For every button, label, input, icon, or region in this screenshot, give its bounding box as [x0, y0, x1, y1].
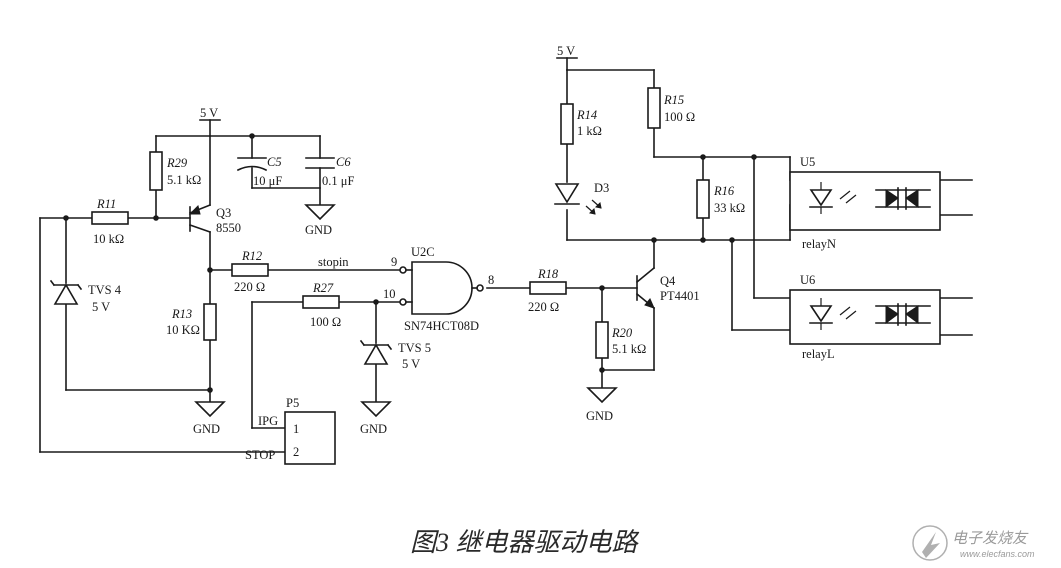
r13-ref: R13	[171, 307, 192, 321]
c6-ref: C6	[336, 155, 351, 169]
r15-value: 100 Ω	[664, 110, 695, 124]
p5-ref: P5	[286, 396, 299, 410]
tvs5-ref: TVS 5	[398, 341, 431, 355]
gnd-caps-label: GND	[305, 223, 332, 237]
r14-value: 1 kΩ	[577, 124, 602, 138]
watermark-logo-icon	[912, 525, 948, 561]
r20-ref: R20	[611, 326, 633, 340]
junction-dots	[63, 133, 757, 393]
tvs4-ref: TVS 4	[88, 283, 122, 297]
p5-connector	[284, 411, 336, 465]
r16-ref: R16	[713, 184, 735, 198]
q4-value: PT4401	[660, 289, 700, 303]
r18-ref: R18	[537, 267, 559, 281]
c5-value: 10 μF	[253, 174, 282, 188]
ipg-label: IPG	[258, 414, 278, 428]
q4-transistor-icon	[635, 266, 656, 310]
c5-ref: C5	[267, 155, 282, 169]
gnd-q4-label: GND	[586, 409, 613, 423]
u6-label: relayL	[802, 347, 835, 361]
c6-value: 0.1 μF	[322, 174, 354, 188]
d3-led-icon	[554, 183, 602, 215]
gnd-left-label: GND	[193, 422, 220, 436]
d3-ref: D3	[594, 181, 609, 195]
u6-ref: U6	[800, 273, 815, 287]
tvs5-value: 5 V	[402, 357, 420, 371]
r16-value: 33 kΩ	[714, 201, 745, 215]
r29-resistor	[149, 151, 163, 191]
q3-value: 8550	[216, 221, 241, 235]
u5-ref: U5	[800, 155, 815, 169]
vcc-right-label: 5 V	[557, 44, 575, 58]
u6-relay-icon	[789, 289, 941, 345]
stop-label: STOP	[245, 448, 275, 462]
tvs5-diode-icon	[359, 339, 393, 365]
r15-ref: R15	[663, 93, 684, 107]
q3-ref: Q3	[216, 206, 231, 220]
r27-value: 100 Ω	[310, 315, 341, 329]
r29-ref: R29	[166, 156, 188, 170]
q4-ref: Q4	[660, 274, 676, 288]
r13-value: 10 KΩ	[166, 323, 200, 337]
tvs4-diode-icon	[49, 279, 83, 305]
gnd-left-icon	[194, 401, 226, 418]
r13-resistor	[203, 303, 217, 341]
gnd-mid-label: GND	[360, 422, 387, 436]
r15-resistor	[647, 87, 661, 129]
pin8-label: 8	[488, 273, 494, 287]
p5-pin1: 1	[293, 422, 299, 436]
r18-value: 220 Ω	[528, 300, 559, 314]
stopin-label: stopin	[318, 255, 349, 269]
watermark-url: www.elecfans.com	[960, 549, 1035, 559]
r20-value: 5.1 kΩ	[612, 342, 646, 356]
tvs4-value: 5 V	[92, 300, 110, 314]
r20-resistor	[595, 321, 609, 359]
q3-transistor-icon	[188, 203, 212, 234]
figure-caption: 图3 继电器驱动电路	[410, 528, 640, 557]
pin10-label: 10	[383, 287, 396, 301]
p5-pin2: 2	[293, 445, 299, 459]
r29-value: 5.1 kΩ	[167, 173, 201, 187]
r14-resistor	[560, 103, 574, 145]
c5-capacitor	[236, 157, 268, 172]
u2c-ref: U2C	[411, 245, 435, 259]
r16-resistor	[696, 179, 710, 219]
r27-resistor	[302, 295, 340, 309]
r27-ref: R27	[312, 281, 334, 295]
r11-value: 10 kΩ	[93, 232, 124, 246]
r12-ref: R12	[241, 249, 262, 263]
u2c-and-gate-icon	[399, 261, 484, 315]
r12-resistor	[231, 263, 269, 277]
watermark-text: 电子发烧友	[952, 530, 1029, 547]
r14-ref: R14	[576, 108, 597, 122]
gnd-q4-icon	[586, 387, 618, 404]
r12-value: 220 Ω	[234, 280, 265, 294]
c6-capacitor	[305, 157, 335, 169]
pin9-label: 9	[391, 255, 397, 269]
u2c-value: SN74HCT08D	[404, 319, 479, 333]
gnd-mid-icon	[360, 401, 392, 418]
r11-resistor	[91, 211, 129, 225]
u5-label: relayN	[802, 237, 836, 251]
r18-resistor	[529, 281, 567, 295]
vcc-left-label: 5 V	[200, 106, 218, 120]
r11-ref: R11	[96, 197, 116, 211]
gnd-caps-icon	[304, 204, 336, 221]
u5-relay-icon	[789, 171, 941, 231]
